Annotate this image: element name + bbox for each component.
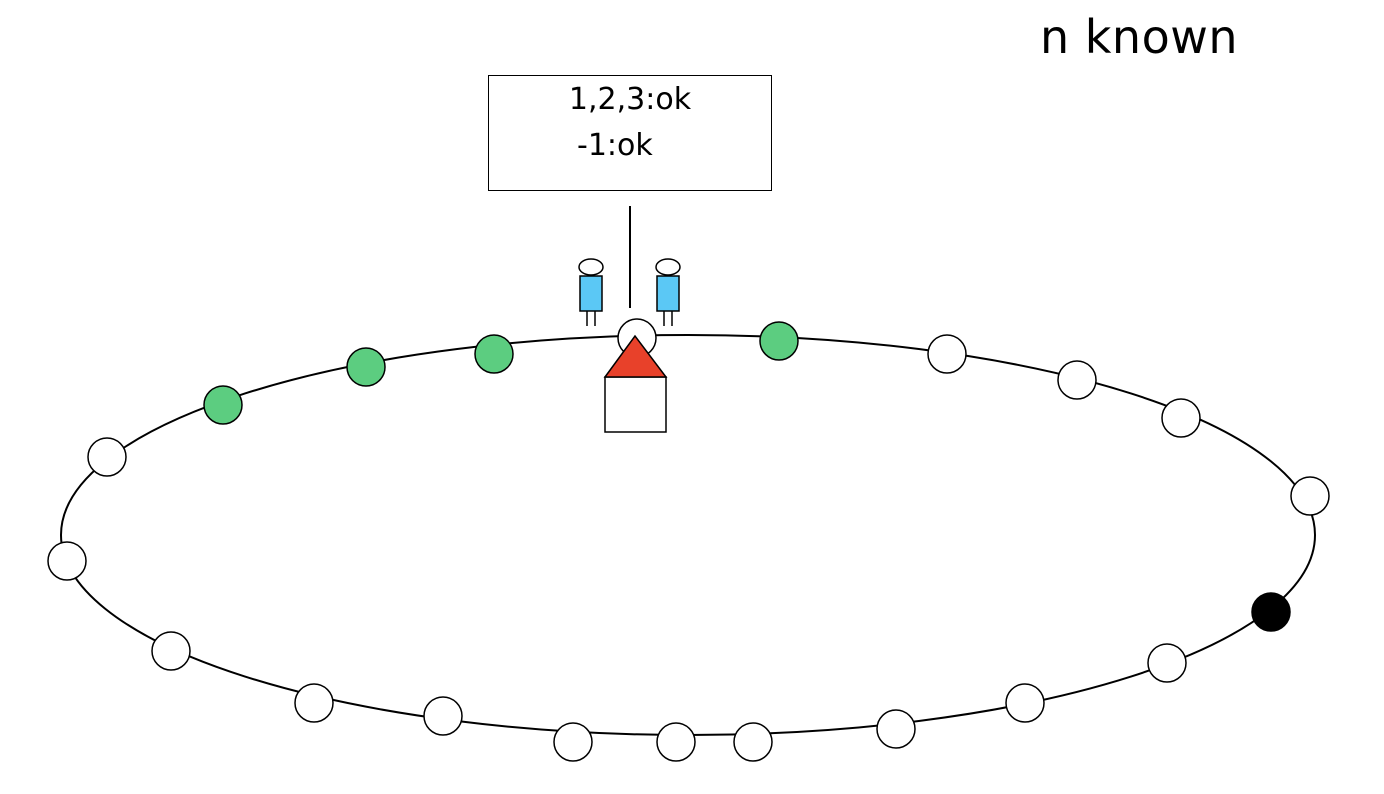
ring-node-target xyxy=(1251,592,1291,632)
sign-board: 1,2,3:ok -1:ok xyxy=(488,75,772,191)
ring-node-unvisited xyxy=(423,696,463,736)
ring-node-unvisited xyxy=(1057,360,1097,400)
ring-node-visited xyxy=(474,334,514,374)
ring-node-visited xyxy=(346,347,386,387)
ring-nodes xyxy=(47,318,1330,762)
robot-icon xyxy=(578,258,604,326)
ring xyxy=(60,334,1316,736)
house-icon xyxy=(603,334,668,433)
ring-node-unvisited xyxy=(656,722,696,762)
ring-node-unvisited xyxy=(87,437,127,477)
sign-line-2: -1:ok xyxy=(577,128,653,163)
ring-node-unvisited xyxy=(553,722,593,762)
page-title: n known xyxy=(1040,10,1238,64)
ring-node-unvisited xyxy=(1147,643,1187,683)
ring-node-unvisited xyxy=(927,334,967,374)
ring-node-unvisited xyxy=(1161,398,1201,438)
ring-node-visited xyxy=(203,385,243,425)
ring-node-unvisited xyxy=(733,722,773,762)
ring-node-visited xyxy=(759,321,799,361)
ring-node-unvisited xyxy=(1005,683,1045,723)
ring-node-unvisited xyxy=(47,541,87,581)
ring-node-unvisited xyxy=(1290,476,1330,516)
ring-node-unvisited xyxy=(876,709,916,749)
robot-icon xyxy=(655,258,681,326)
ring-node-unvisited xyxy=(151,631,191,671)
sign-line-1: 1,2,3:ok xyxy=(568,82,692,117)
ring-node-unvisited xyxy=(294,683,334,723)
